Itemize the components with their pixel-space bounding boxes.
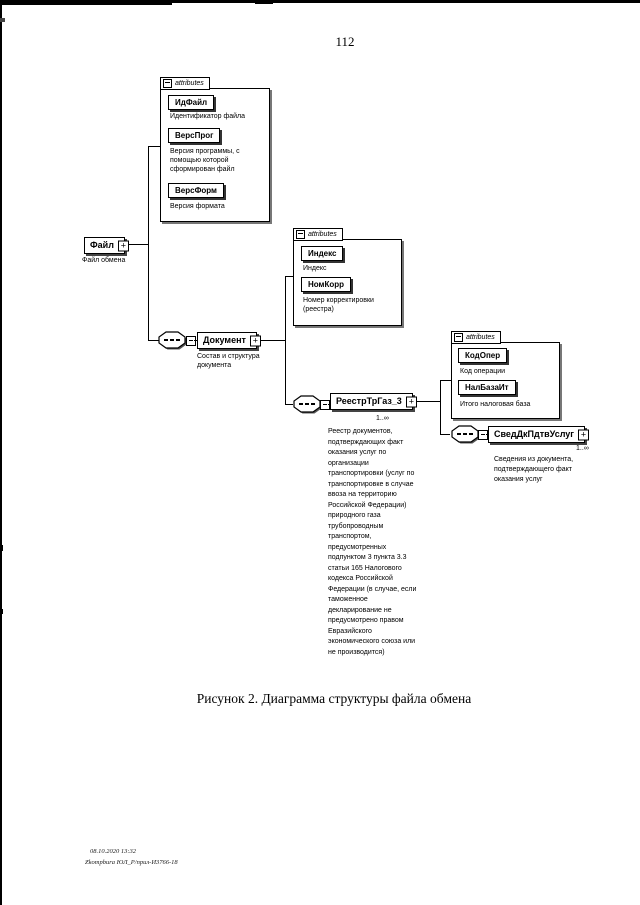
connector-line bbox=[440, 380, 441, 435]
sequence-icon bbox=[450, 424, 480, 445]
attribute-nalbazait-label: НалБазаИт bbox=[465, 383, 509, 392]
scan-top-mark bbox=[255, 0, 273, 4]
element-file-desc: Файл обмена bbox=[82, 257, 126, 264]
connector-line bbox=[148, 340, 159, 341]
scan-left-edge bbox=[0, 0, 2, 905]
scan-speck-3 bbox=[0, 609, 3, 614]
attribute-versprog-label: ВерсПрог bbox=[175, 131, 214, 140]
attribute-nalbazait-desc: Итого налоговая база bbox=[460, 401, 531, 408]
attribute-versprog-desc: Версия программы, с помощью которой сфор… bbox=[170, 148, 240, 174]
element-document: Документ bbox=[197, 332, 261, 349]
scan-speck-2 bbox=[0, 545, 3, 551]
scan-speck-1 bbox=[0, 18, 5, 22]
element-document-label: Документ bbox=[203, 335, 246, 345]
element-reestr-desc: Реестр документов, подтверждающих факт о… bbox=[328, 428, 417, 656]
connector-line bbox=[260, 340, 285, 341]
attribute-nomkorr-desc: Номер корректировки (реестра) bbox=[303, 297, 374, 314]
connector-line bbox=[129, 244, 148, 245]
attribute-kodoper-label: КодОпер bbox=[465, 351, 501, 360]
element-file-label: Файл bbox=[90, 240, 114, 250]
model-group-toggle-icon bbox=[186, 336, 196, 346]
expand-plus-icon bbox=[117, 240, 129, 251]
footer-datetime: 08.10.2020 13:32 bbox=[90, 848, 137, 855]
document-attributes-tab: attributes bbox=[293, 228, 343, 241]
scan-top-edge bbox=[0, 0, 640, 3]
connector-line bbox=[194, 340, 197, 341]
file-attributes-tab: attributes bbox=[160, 77, 210, 90]
attribute-versprog: ВерсПрог bbox=[168, 128, 221, 143]
attribute-idfile-label: ИдФайл bbox=[175, 98, 208, 107]
sequence-icon bbox=[292, 394, 322, 415]
attribute-index-label: Индекс bbox=[308, 249, 337, 258]
element-sved: СведДкПдтвУслуг bbox=[488, 426, 590, 443]
attribute-versform: ВерсФорм bbox=[168, 183, 224, 198]
page-number: 112 bbox=[335, 34, 355, 49]
attribute-kodoper: КодОпер bbox=[458, 348, 508, 363]
collapse-icon bbox=[296, 230, 305, 239]
connector-line bbox=[285, 404, 293, 405]
attribute-idfile-desc: Идентификатор файла bbox=[170, 113, 246, 120]
connector-line bbox=[440, 434, 450, 435]
connector-line bbox=[148, 146, 160, 147]
element-sved-desc: Сведения из документа, подтверждающего ф… bbox=[494, 456, 574, 484]
connector-line bbox=[328, 404, 330, 405]
scan-top-edge-thick bbox=[0, 0, 172, 5]
reestr-attributes-tab: attributes bbox=[451, 331, 501, 344]
sequence-icon bbox=[157, 330, 187, 351]
attributes-label: attributes bbox=[466, 334, 495, 341]
attribute-nomkorr-label: НомКорр bbox=[308, 280, 345, 289]
element-sved-label: СведДкПдтвУслуг bbox=[494, 429, 575, 439]
attribute-index: Индекс bbox=[301, 246, 344, 261]
element-file: Файл bbox=[84, 237, 129, 254]
model-group-toggle-icon bbox=[478, 430, 488, 440]
attributes-label: attributes bbox=[175, 80, 204, 87]
cardinality: 1..∞ bbox=[576, 445, 589, 452]
element-reestr: РеестрТрГаз_3 bbox=[330, 393, 417, 410]
collapse-icon bbox=[163, 79, 172, 88]
attribute-index-desc: Индекс bbox=[303, 265, 327, 272]
attribute-versform-label: ВерсФорм bbox=[175, 186, 217, 195]
element-reestr-label: РеестрТрГаз_3 bbox=[336, 396, 402, 406]
attribute-nalbazait: НалБазаИт bbox=[458, 380, 516, 395]
attribute-nomkorr: НомКорр bbox=[301, 277, 352, 292]
attribute-versform-desc: Версия формата bbox=[170, 203, 225, 210]
connector-line bbox=[148, 146, 149, 341]
attribute-idfile: ИдФайл bbox=[168, 95, 215, 110]
connector-line bbox=[285, 276, 293, 277]
figure-caption: Рисунок 2. Диаграмма структуры файла обм… bbox=[196, 691, 472, 706]
element-document-desc: Состав и структура документа bbox=[197, 353, 260, 370]
connector-line bbox=[440, 380, 451, 381]
collapse-icon bbox=[454, 333, 463, 342]
attribute-kodoper-desc: Код операции bbox=[460, 368, 506, 375]
connector-line bbox=[285, 276, 286, 405]
footer-filepath: Ƶkompbura ЮЛ_Р/прил-И3766-18 bbox=[85, 859, 178, 866]
expand-plus-icon bbox=[578, 429, 590, 440]
expand-plus-icon bbox=[405, 396, 417, 407]
connector-line bbox=[417, 401, 440, 402]
connector-line bbox=[486, 434, 488, 435]
cardinality: 1..∞ bbox=[376, 415, 389, 422]
attributes-label: attributes bbox=[308, 231, 337, 238]
model-group-toggle-icon bbox=[320, 400, 330, 410]
file-attributes-box bbox=[160, 88, 270, 222]
